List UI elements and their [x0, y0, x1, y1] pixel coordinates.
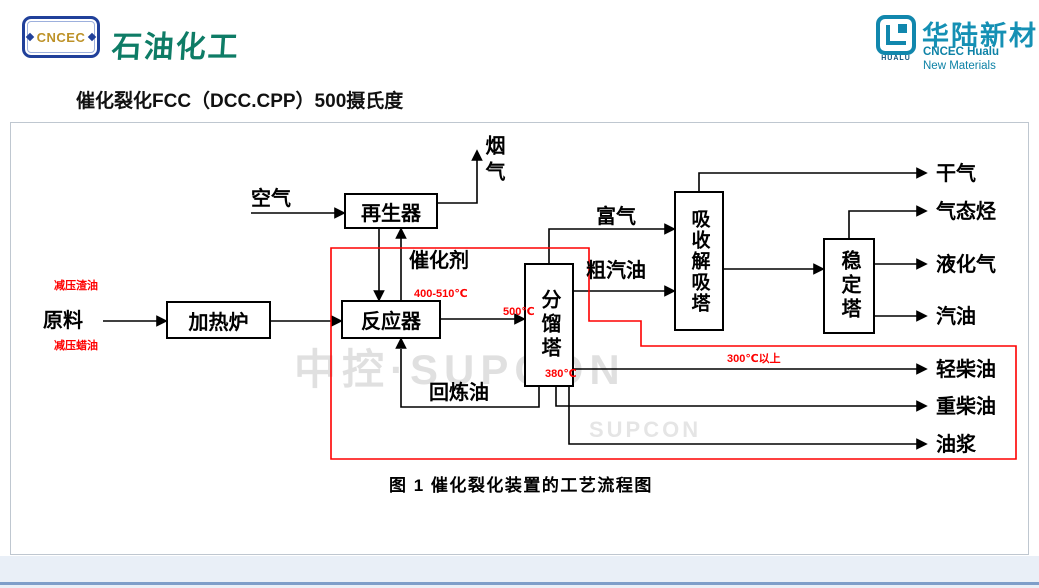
- footer-band: [0, 556, 1039, 588]
- feed-label: 原料: [43, 310, 83, 332]
- hualu-logo-icon: [876, 15, 916, 55]
- lpg-label: 液化气: [936, 254, 996, 276]
- hualu-icon-l-shape: [886, 25, 906, 45]
- dry-gas-label: 干气: [936, 163, 976, 185]
- hualu-en-line1: CNCEC Hualu: [923, 46, 1000, 58]
- black-flow-arrows: [103, 149, 928, 450]
- gaseous-hydrocarbon-label: 气态烃: [936, 201, 996, 223]
- vacuum-residue-note: 减压渣油: [54, 280, 98, 292]
- absorber-box: 吸收解吸塔: [674, 191, 724, 331]
- red-highlight-outline: [330, 247, 1017, 460]
- reactor-box: 反应器: [341, 300, 441, 339]
- cncec-ornament-icon: [88, 32, 97, 42]
- diesel-temp-note: 300℃以上: [727, 353, 781, 365]
- cncec-ornament-icon: [25, 32, 34, 42]
- air-label: 空气: [251, 188, 291, 210]
- heavy-diesel-label: 重柴油: [936, 396, 996, 418]
- gasoline-label: 汽油: [936, 306, 976, 328]
- hualu-icon-text: HUALU: [881, 55, 911, 62]
- catalyst-label: 催化剂: [409, 250, 469, 272]
- regenerator-box: 再生器: [344, 193, 438, 229]
- rich-gas-label: 富气: [596, 206, 636, 228]
- hualu-en-line2: New Materials: [923, 60, 996, 72]
- hualu-icon-square: [898, 24, 907, 33]
- figure-caption: 图 1 催化裂化装置的工艺流程图: [389, 476, 653, 495]
- cncec-logo: CNCEC: [22, 16, 100, 58]
- absorber-label: 吸收解吸塔: [688, 208, 710, 314]
- fractionator-label: 分馏塔: [538, 289, 560, 361]
- flue-gas-label: 烟气: [482, 135, 504, 187]
- page-title: 催化裂化FCC（DCC.CPP）500摄氏度: [76, 91, 404, 112]
- hualu-brand-name: 华陆新材: [922, 21, 1038, 51]
- brand-petrochemical: 石油化工: [110, 31, 241, 64]
- reactor-temp-note: 400-510℃: [414, 288, 468, 300]
- fractionator-box: 分馏塔: [524, 263, 574, 387]
- oil-slurry-label: 油浆: [936, 434, 976, 456]
- tower-bottom-temp-note: 380℃: [545, 368, 577, 380]
- vacuum-wax-oil-note: 减压蜡油: [54, 340, 98, 352]
- transfer-temp-note: 500℃: [503, 306, 535, 318]
- recycle-oil-label: 回炼油: [429, 382, 489, 404]
- flow-lines: [103, 149, 1017, 460]
- crude-gasoline-label: 粗汽油: [586, 260, 646, 282]
- cncec-logo-text: CNCEC: [36, 29, 86, 45]
- stabilizer-box: 稳定塔: [823, 238, 875, 334]
- stabilizer-label: 稳定塔: [838, 250, 860, 322]
- light-diesel-label: 轻柴油: [936, 359, 996, 381]
- footer-accent-line: [0, 582, 1039, 585]
- furnace-box: 加热炉: [166, 301, 271, 339]
- diagram-panel: 中控·SUPCON SUPCON: [10, 122, 1029, 555]
